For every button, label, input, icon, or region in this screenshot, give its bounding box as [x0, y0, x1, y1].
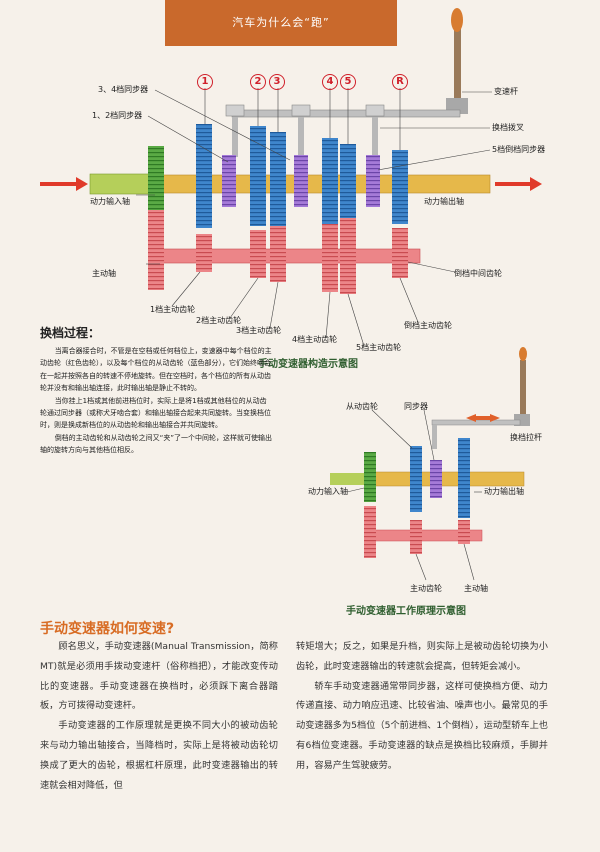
gear4-drive [322, 224, 338, 292]
gear-number-3: 3 [269, 74, 285, 90]
shift-lever-icon [446, 8, 468, 114]
gear2-driven [250, 126, 266, 226]
article-paragraph-continued: 转矩增大；反之，如果是升档，则实际上是被动齿轮切换为小齿轮，此时变速器输出的转速… [296, 641, 548, 672]
counter-input-gear [148, 210, 164, 290]
label-bottom-output-shaft: 动力输出轴 [484, 487, 524, 496]
gear1-drive [196, 234, 212, 272]
label-synchronizer: 同步器 [404, 402, 428, 411]
output-arrow-icon [495, 177, 542, 191]
gear1-driven [196, 124, 212, 228]
label-sync-5r: 5档倒档同步器 [492, 145, 546, 154]
label-drive-gear: 主动齿轮 [410, 584, 442, 593]
bottom-diagram-caption: 手动变速器工作原理示意图 [346, 606, 466, 617]
header-title: 汽车为什么会“跑” [232, 16, 330, 29]
label-sync-12: 1、2档同步器 [92, 111, 143, 120]
label-gear3: 3档主动齿轮 [236, 326, 282, 335]
article-left-column: 顾名思义，手动变速器(Manual Transmission，简称MT)就是必须… [40, 637, 278, 795]
label-main-shaft: 主动轴 [92, 269, 116, 278]
label-bottom-input-shaft: 动力输入轴 [308, 487, 348, 496]
gearR-driven [392, 150, 408, 224]
bottom-diagram [330, 347, 530, 581]
input-arrow-icon [40, 177, 88, 191]
gear4-driven [322, 138, 338, 226]
top-diagram-caption: 手动变速器构造示意图 [258, 359, 358, 370]
intro-text: 当离合器接合时，不管是在空档或任何档位上，变速器中每个档位的主动齿轮（红色齿轮）… [40, 345, 272, 457]
intro-paragraph: 当你挂上1档或其他前进档位时，实际上是将1档或其他档位的从动齿轮通过同步器（或称… [40, 396, 271, 430]
gear5-driven [340, 144, 356, 224]
shift-rail [225, 104, 461, 159]
label-input-shaft: 动力输入轴 [90, 197, 130, 206]
shift-rod-icon [431, 347, 530, 449]
article-paragraph: 顾名思义，手动变速器(Manual Transmission，简称MT)就是必须… [40, 641, 278, 712]
gear5-drive [340, 218, 356, 294]
gear-number-2: 2 [250, 74, 266, 90]
intro-title: 换档过程： [40, 326, 101, 340]
article-right-column: 转矩增大；反之，如果是升档，则实际上是被动齿轮切换为小齿轮，此时变速器输出的转速… [296, 637, 548, 776]
input-gear [148, 146, 164, 210]
article-paragraph: 轿车手动变速器通常带同步器，这样可使换档方便、动力传递直接、动力响应迅速、比较省… [296, 680, 548, 771]
label-bottom-main-shaft: 主动轴 [464, 584, 488, 593]
label-gear1: 1档主动齿轮 [150, 305, 196, 314]
sync12 [222, 155, 236, 207]
label-gear4: 4档主动齿轮 [292, 335, 338, 344]
article-title: 手动变速器如何变速? [40, 621, 175, 637]
header-bar [165, 0, 397, 46]
gear-number-1: 1 [197, 74, 213, 90]
label-driven-gear: 从动齿轮 [346, 402, 378, 411]
label-gear-r: 倒档主动齿轮 [404, 321, 452, 330]
intro-paragraph: 倒档的主动齿轮和从动齿轮之间又“夹”了一个中间轮，这样就可使输出轴的旋转方向与其… [40, 433, 272, 455]
gear3-drive [270, 226, 286, 282]
label-gear2: 2档主动齿轮 [196, 316, 242, 325]
gear3-driven [270, 132, 286, 226]
gear-number-r: R [392, 74, 408, 90]
label-output-shaft: 动力输出轴 [424, 197, 464, 206]
label-shift-lever: 变速杆 [494, 87, 518, 96]
sync34 [294, 155, 308, 207]
label-shift-rod: 换档拉杆 [510, 433, 542, 442]
gear2-drive [250, 230, 266, 278]
gear-number-4: 4 [322, 74, 338, 90]
article-paragraph: 手动变速器的工作原理就是更换不同大小的被动齿轮来与动力输出轴接合，当降档时，实际… [40, 720, 278, 791]
intro-paragraph: 当离合器接合时，不管是在空档或任何档位上，变速器中每个档位的主动齿轮（红色齿轮）… [40, 347, 272, 393]
sync5r [366, 155, 380, 207]
label-sync-34: 3、4档同步器 [98, 85, 149, 94]
label-gear5: 5档主动齿轮 [356, 343, 402, 352]
label-reverse-idler: 倒档中间齿轮 [454, 269, 502, 278]
label-shift-fork: 换档拨叉 [492, 123, 524, 132]
top-diagram [40, 8, 542, 347]
gearR-drive [392, 228, 408, 278]
gear-number-5: 5 [340, 74, 356, 90]
